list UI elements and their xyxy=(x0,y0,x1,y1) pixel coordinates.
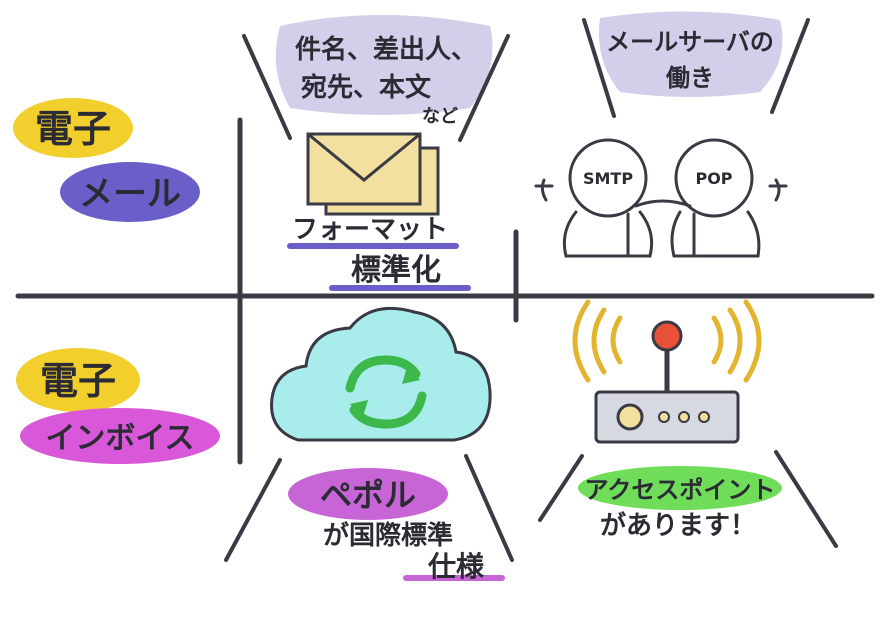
server-title-line1: メールサーバの xyxy=(606,28,774,56)
wave-right-3 xyxy=(743,299,762,383)
peppol-bg xyxy=(288,468,448,520)
cell-invoice-access-point: アクセスポイント があります！ xyxy=(538,299,838,548)
router-led-1 xyxy=(658,411,670,423)
wave-left-1 xyxy=(610,315,623,365)
server-title-line2: 働き xyxy=(665,64,714,92)
access-point-bg xyxy=(578,466,782,510)
antenna-knob xyxy=(651,320,683,352)
peppol-caption-line1: が国際標準 xyxy=(323,520,453,551)
purple-label-bg xyxy=(60,162,200,222)
cloud-sync-icon xyxy=(270,306,492,442)
stick-figure-icon: POP xyxy=(670,138,788,258)
wave-right-1 xyxy=(711,315,724,365)
peppol-caption-line2: 仕様 xyxy=(427,550,485,583)
email-label-line1: 電子 xyxy=(35,107,111,151)
sync-arrowhead-top xyxy=(402,364,420,384)
envelope-icon xyxy=(306,132,440,216)
speech-bubble-bg xyxy=(275,15,493,115)
pop-label: POP xyxy=(695,169,732,188)
envelope-flap xyxy=(306,132,422,182)
bracket-left xyxy=(242,34,292,140)
fields-line2: 宛先、本文 xyxy=(301,72,432,103)
envelope-front xyxy=(306,132,422,206)
access-point-caption: があります！ xyxy=(600,510,756,541)
pop-head xyxy=(674,138,754,218)
smtp-head xyxy=(568,138,648,218)
invoice-label-line1: 電子 xyxy=(40,359,116,403)
fields-line1: 件名、差出人、 xyxy=(295,34,477,65)
bracket-left xyxy=(224,458,282,562)
bracket-left xyxy=(582,18,616,118)
pop-body xyxy=(670,210,761,258)
stick-figure-icon: SMTP xyxy=(534,138,654,258)
fields-suffix: など xyxy=(422,106,458,127)
magenta-label-bg xyxy=(20,408,220,464)
row-label-email: 電子 メール xyxy=(13,98,200,222)
cell-email-format: 件名、差出人、 宛先、本文 など フォーマット 標準化 xyxy=(242,15,510,291)
peppol-title: ペポル xyxy=(320,476,416,514)
bracket-right xyxy=(464,454,514,562)
caption-line1: フォーマット xyxy=(292,215,448,245)
handshake-arms xyxy=(634,199,692,208)
smtp-label: SMTP xyxy=(583,169,633,188)
sweat-right xyxy=(774,178,781,202)
bracket-right xyxy=(774,450,838,548)
cell-email-server: メールサーバの 働き SMTP POP xyxy=(534,11,810,258)
router-led-2 xyxy=(678,411,690,423)
sync-arrowhead-bottom xyxy=(350,400,368,420)
yellow-label-bg xyxy=(16,348,140,412)
access-point-title: アクセスポイント xyxy=(585,476,776,504)
cloud-shape xyxy=(270,306,492,442)
bracket-right xyxy=(458,34,510,142)
router-icon xyxy=(594,320,740,444)
sweat-left xyxy=(540,178,548,202)
invoice-label-line2: インボイス xyxy=(45,421,194,456)
row-label-invoice: 電子 インボイス xyxy=(16,348,220,464)
wave-right-2 xyxy=(727,307,743,375)
wave-left-3 xyxy=(572,299,591,383)
caption-line2: 標準化 xyxy=(351,253,441,288)
router-dial xyxy=(616,403,644,431)
bracket-right xyxy=(770,18,810,114)
cell-invoice-peppol: ペポル が国際標準 仕様 xyxy=(224,306,514,583)
email-label-line2: メール xyxy=(79,174,181,214)
signal-waves-icon xyxy=(572,299,762,383)
bracket-left xyxy=(538,454,584,522)
smtp-body xyxy=(562,210,654,258)
yellow-label-bg xyxy=(13,98,133,158)
axes xyxy=(15,117,875,465)
speech-bubble-bg xyxy=(598,11,783,97)
router-led-3 xyxy=(698,411,710,423)
wave-left-2 xyxy=(591,307,607,375)
